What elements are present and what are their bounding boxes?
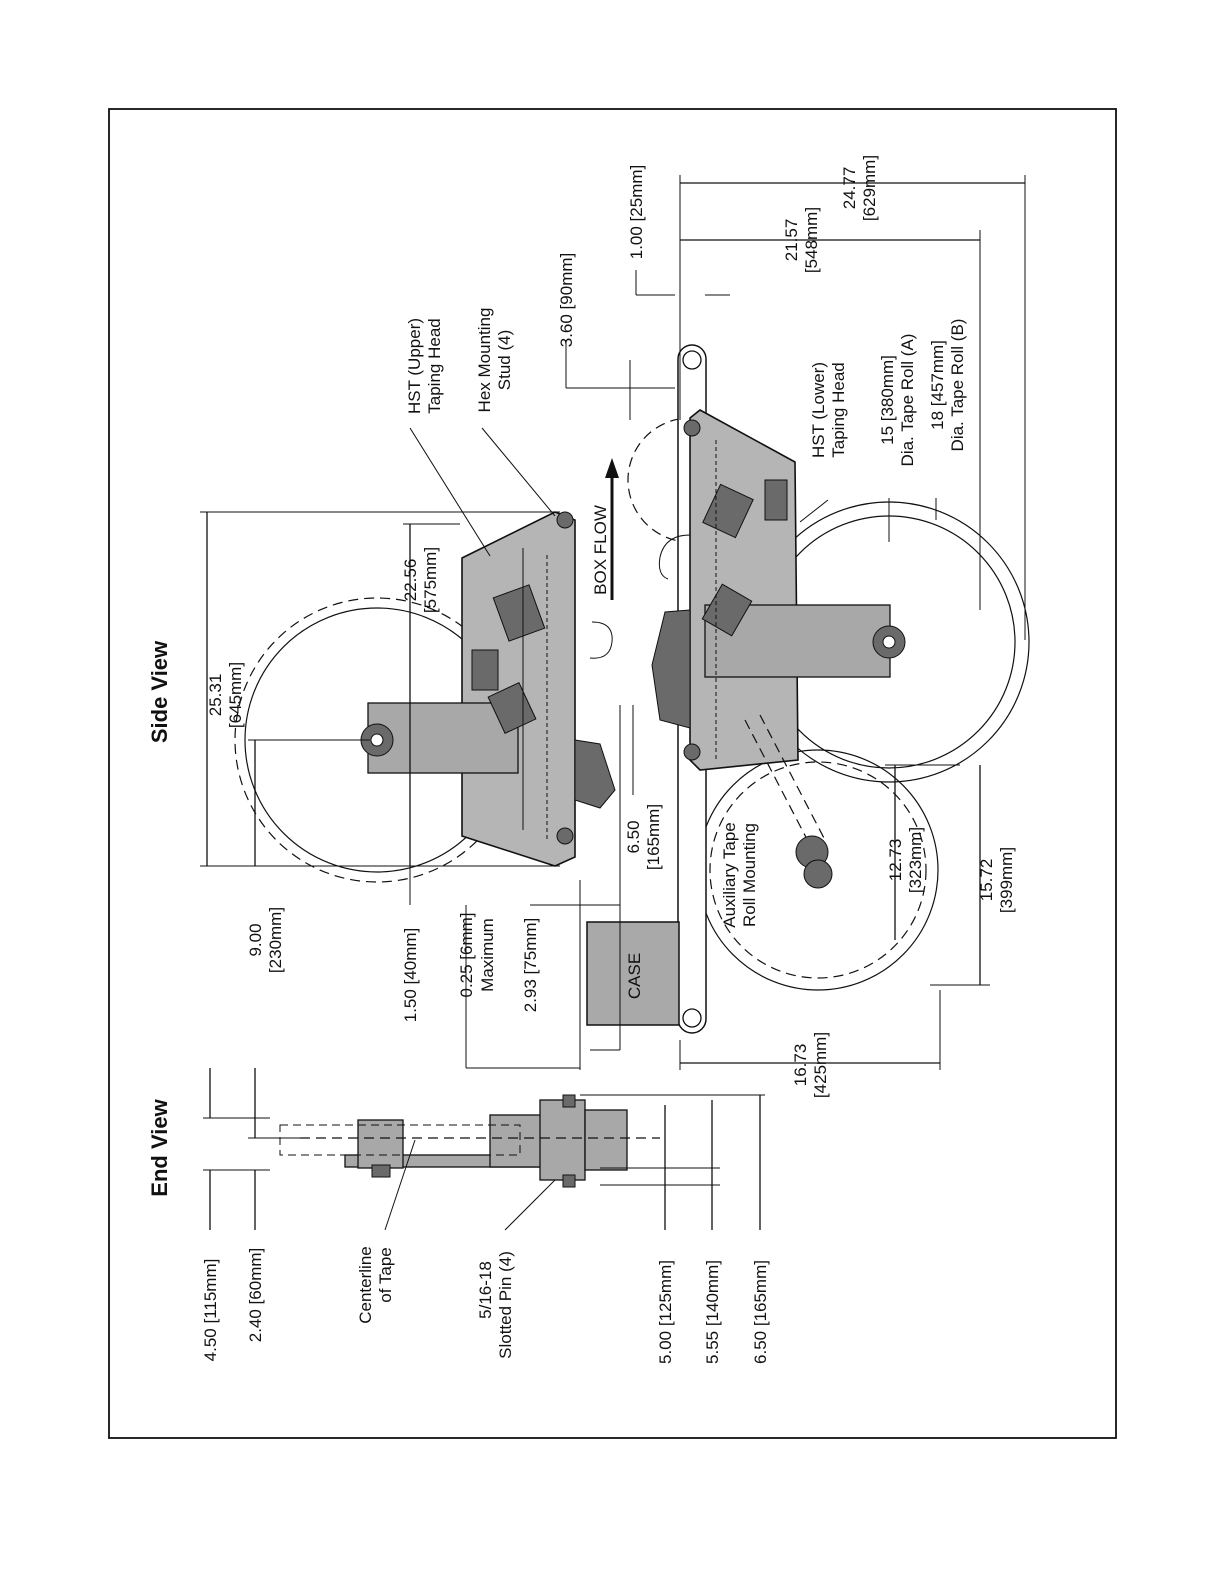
box-flow-label: BOX FLOW — [591, 505, 610, 595]
roll-b-label-2: Dia. Tape Roll (B) — [948, 319, 967, 452]
lower-head-label-2: Taping Head — [829, 362, 848, 457]
roll-a-label-2: Dia. Tape Roll (A) — [898, 334, 917, 467]
end-dim-4-50: 4.50 [115mm] — [201, 1259, 220, 1362]
lower-head-label-1: HST (Lower) — [809, 362, 828, 458]
end-dimension-lines — [203, 1068, 765, 1231]
dim-575mm: [575mm] — [421, 547, 440, 613]
upper-taping-head — [234, 511, 616, 883]
upper-head-label-2: Taping Head — [425, 318, 444, 413]
end-dim-5-00: 5.00 [125mm] — [656, 1260, 675, 1364]
dim-24-77: 24.77 — [840, 167, 859, 210]
dim-maximum: Maximum — [478, 918, 497, 992]
dim-425mm: [425mm] — [811, 1032, 830, 1098]
end-view-title: End View — [147, 1098, 172, 1196]
pin-label-2: Slotted Pin (4) — [496, 1251, 515, 1359]
dim-25-31: 25.31 — [206, 674, 225, 717]
dim-2-93: 2.93 [75mm] — [521, 918, 540, 1013]
dim-21-57: 21.57 — [782, 219, 801, 262]
auxiliary-roll-a — [709, 761, 927, 979]
dim-645mm: [645mm] — [226, 662, 245, 728]
case-box — [586, 921, 680, 1026]
aux-label-2: Roll Mounting — [740, 823, 759, 927]
centerline-label-2: of Tape — [376, 1247, 395, 1302]
side-dimension-lines — [200, 175, 1026, 1070]
pin-label-1: 5/16-18 — [476, 1261, 495, 1319]
dim-165mm: [165mm] — [644, 804, 663, 870]
case-label: CASE — [625, 953, 644, 999]
dim-9-00: 9.00 — [246, 923, 265, 956]
upper-head-label-1: HST (Upper) — [405, 318, 424, 414]
end-view-drawing — [279, 1094, 660, 1188]
page-frame — [108, 108, 1117, 1439]
dim-1-00: 1.00 [25mm] — [627, 165, 646, 260]
end-dim-6-50: 6.50 [165mm] — [751, 1260, 770, 1364]
roll-b-label-1: 18 [457mm] — [928, 340, 947, 430]
box-flow-arrow — [605, 458, 619, 600]
side-view-title: Side View — [147, 640, 172, 743]
centerline-label-1: Centerline — [356, 1246, 375, 1324]
end-dim-5-55: 5.55 [140mm] — [703, 1260, 722, 1364]
dim-12-73: 12.73 — [886, 839, 905, 882]
dim-1-50: 1.50 [40mm] — [401, 928, 420, 1023]
hex-stud-label-1: Hex Mounting — [475, 308, 494, 413]
dim-6-50: 6.50 — [624, 820, 643, 853]
aux-label-1: Auxiliary Tape — [720, 822, 739, 928]
dim-399mm: [399mm] — [997, 847, 1016, 913]
dim-629mm: [629mm] — [860, 155, 879, 221]
dim-0-25: 0.25 [6mm] — [457, 912, 476, 997]
dim-16-73: 16.73 — [791, 1044, 810, 1087]
end-dim-2-40: 2.40 [60mm] — [246, 1248, 265, 1343]
dim-230mm: [230mm] — [266, 907, 285, 973]
dim-548mm: [548mm] — [802, 207, 821, 273]
hex-stud-label-2: Stud (4) — [495, 330, 514, 390]
dim-15-72: 15.72 — [977, 859, 996, 902]
dim-22-56: 22.56 — [401, 559, 420, 602]
dim-3-60: 3.60 [90mm] — [557, 253, 576, 348]
lower-head-frame — [689, 409, 799, 771]
roll-a-label-1: 15 [380mm] — [878, 355, 897, 445]
dim-323mm: [323mm] — [906, 827, 925, 893]
